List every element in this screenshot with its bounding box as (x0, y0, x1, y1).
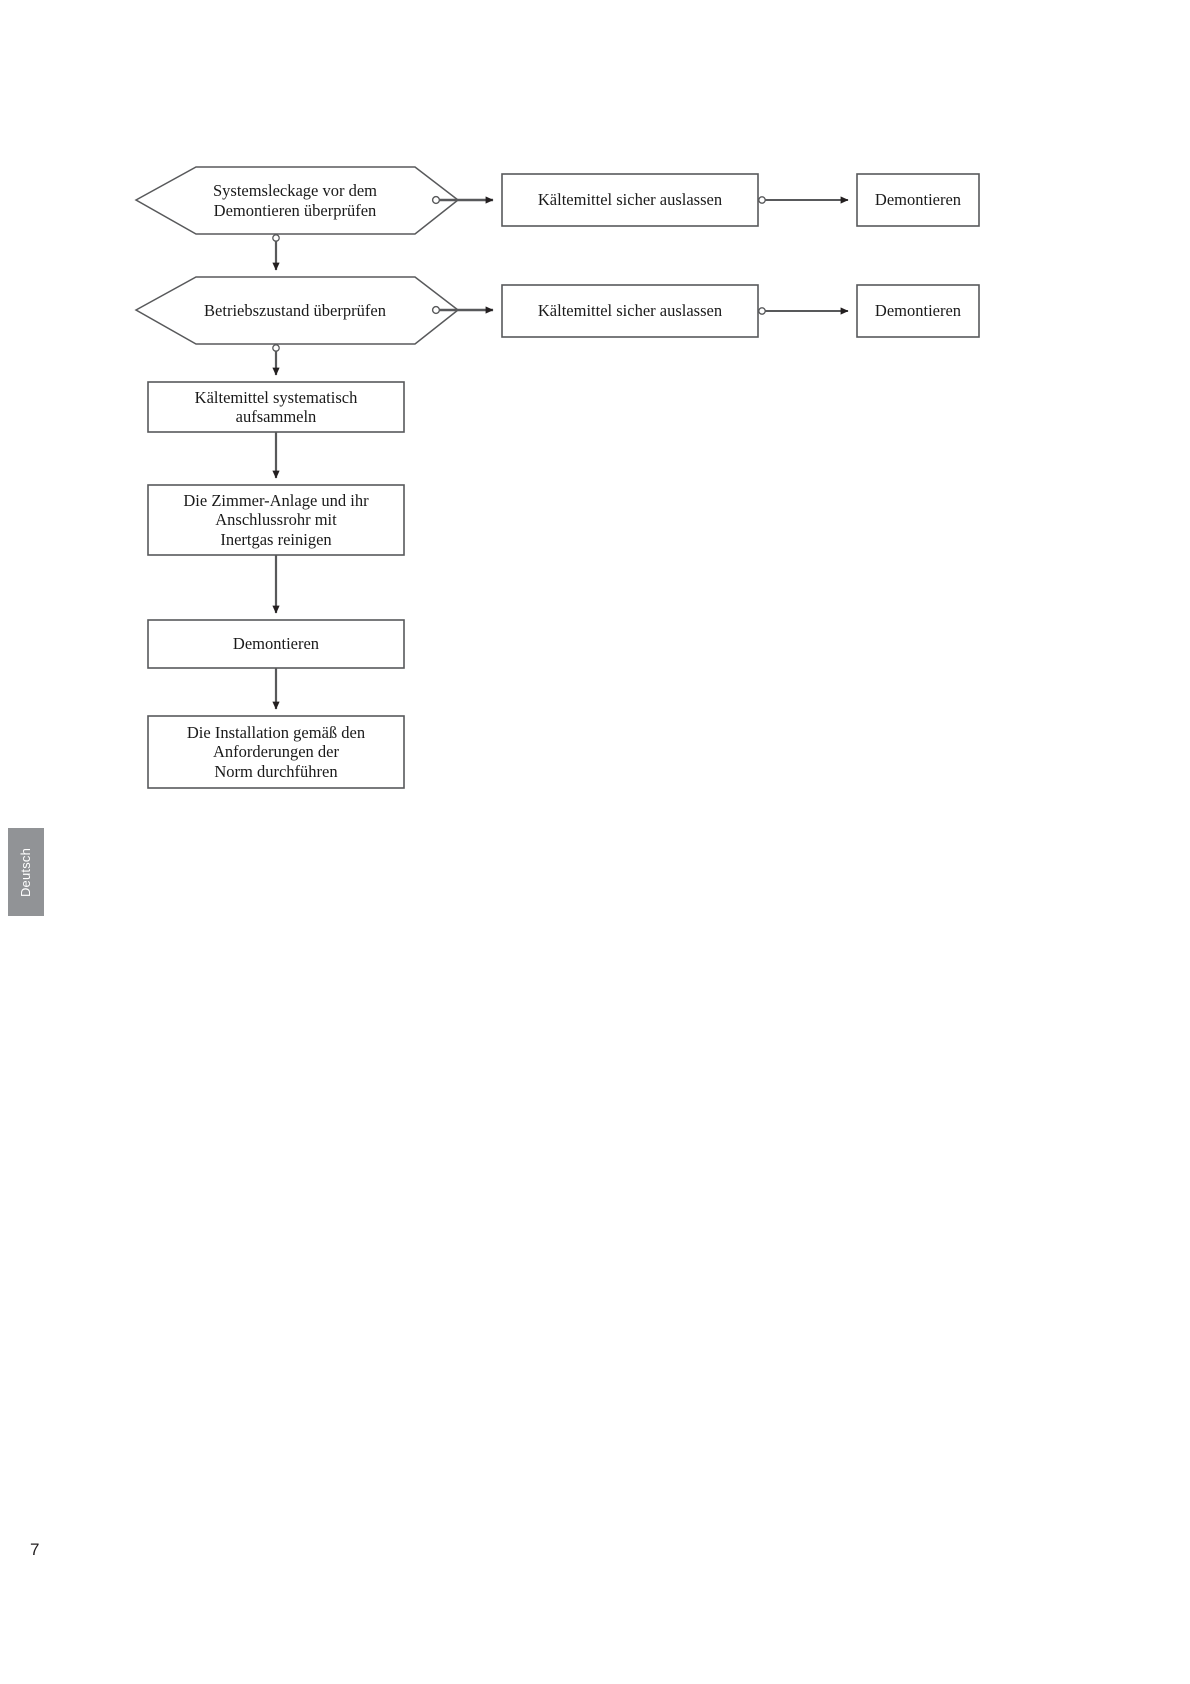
flowchart-canvas (134, 166, 980, 789)
node-shape-p5 (147, 381, 405, 433)
language-side-tab: Deutsch (8, 828, 44, 916)
edge-origin-dot-d1 (431, 195, 441, 205)
side-tab-label: Deutsch (18, 847, 34, 897)
node-shape-p4 (856, 284, 980, 338)
page-number: 7 (30, 1540, 40, 1559)
node-shape-p7 (147, 619, 405, 669)
node-shape-d2 (134, 276, 460, 345)
flowchart: Systemsleckage vor dem Demontieren überp… (134, 166, 980, 789)
node-shape-p6 (147, 484, 405, 556)
node-shape-p3 (501, 284, 759, 338)
node-shape-d1 (134, 166, 460, 235)
edge-origin-dot-d2-down (272, 344, 280, 352)
edge-origin-dot-d2 (431, 305, 441, 315)
edge-origin-dot-d1-down (272, 234, 280, 242)
node-shape-p8 (147, 715, 405, 789)
edge-origin-dot-p3 (758, 307, 766, 315)
edge-origin-dot-p1 (758, 196, 766, 204)
node-shape-p1 (501, 173, 759, 227)
node-shape-p2 (856, 173, 980, 227)
